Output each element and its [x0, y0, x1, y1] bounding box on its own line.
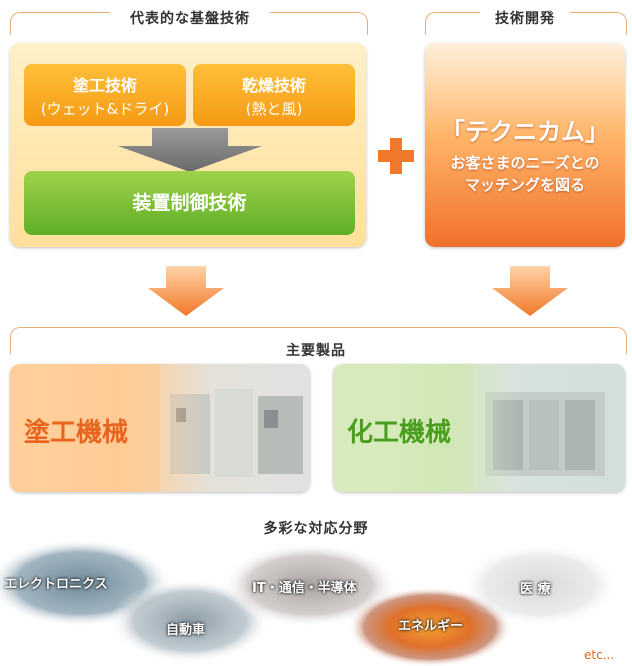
- products-label: 主要製品: [286, 343, 346, 359]
- fields-background: [0, 539, 620, 666]
- fields-label: 多彩な対応分野: [263, 521, 369, 537]
- field-automotive: 自動車: [166, 623, 206, 638]
- field-medical: 医 療: [520, 582, 551, 597]
- dev-label-bg: [480, 6, 570, 30]
- control-tech-box: 装置制御技術: [24, 171, 355, 235]
- etc-label: etc...: [584, 648, 615, 662]
- chemical-machine-card: 化工機械: [333, 364, 625, 492]
- coating-machine-label: 塗工機械: [24, 418, 129, 448]
- plus-icon: [378, 138, 414, 174]
- field-it-telecom-semiconductor: IT・通信・半導体: [252, 581, 357, 596]
- products-brace: [10, 327, 627, 354]
- right-down-arrow-icon: [492, 266, 568, 316]
- down-arrow-icon: [118, 128, 262, 172]
- left-down-arrow-icon: [148, 266, 224, 316]
- core-tech-label: 代表的な基盤技術: [130, 11, 250, 27]
- core-tech-label-bg: [110, 6, 270, 30]
- chemical-machine-label: 化工機械: [347, 418, 452, 448]
- drying-tech-title: 乾燥技術: [241, 76, 306, 95]
- dev-line1: お客さまのニーズとの: [450, 154, 600, 172]
- drying-tech-box: 乾燥技術 (熱と風): [193, 64, 355, 126]
- dev-panel: [425, 43, 625, 247]
- control-tech-label: 装置制御技術: [132, 192, 247, 214]
- chemical-machine-fade: [333, 364, 523, 492]
- coating-tech-sub: (ウェット&ドライ): [40, 100, 170, 118]
- coating-machine-card: 塗工機械: [10, 364, 310, 492]
- field-electronics: エレクトロニクス: [4, 577, 108, 592]
- field-energy: エネルギー: [398, 619, 464, 634]
- dev-line2: マッチングを図る: [464, 176, 585, 194]
- drying-tech-sub: (熱と風): [245, 100, 303, 118]
- dev-label: 技術開発: [495, 11, 555, 27]
- coating-tech-box: 塗工技術 (ウェット&ドライ): [24, 64, 186, 126]
- coating-tech-title: 塗工技術: [72, 76, 137, 95]
- dev-title: 「テクニカム」: [441, 118, 609, 146]
- coating-machine-fade: [10, 364, 210, 492]
